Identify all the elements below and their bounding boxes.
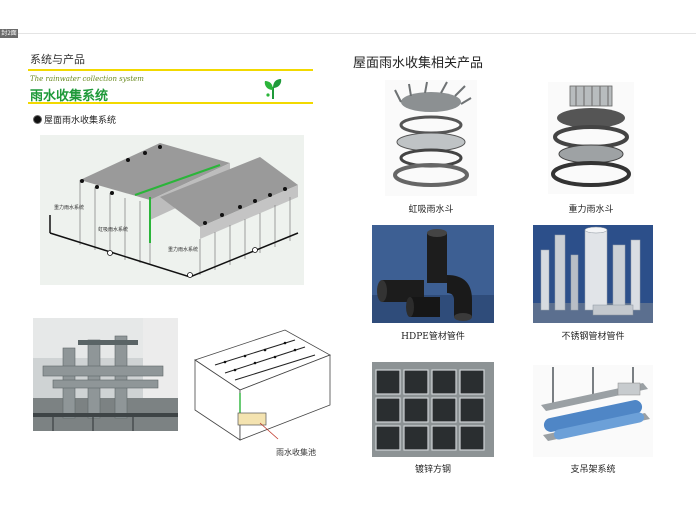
products-title: 屋面雨水收集相关产品 xyxy=(353,56,484,71)
bullet-item-label: 屋面雨水收集系统 xyxy=(44,116,117,126)
roof-system-diagram: 重力雨水系统 虹吸雨水系统 重力雨水系统 xyxy=(40,135,304,285)
galvanized-steel-image xyxy=(372,362,494,457)
gravity-rain-hopper-image xyxy=(548,82,634,194)
siphon-rain-hopper-image xyxy=(385,80,477,196)
product-caption-gravity-hopper: 重力雨水斗 xyxy=(568,205,614,215)
diagram-label-gravity-left: 重力雨水系统 xyxy=(54,204,84,211)
product-caption-support: 支吊架系统 xyxy=(570,465,616,475)
diagram-label-gravity-right: 重力雨水系统 xyxy=(168,246,198,253)
bullet-icon xyxy=(33,115,42,124)
yellow-divider-top xyxy=(28,69,313,71)
product-caption-hdpe: HDPE管材管件 xyxy=(401,332,465,342)
product-caption-galvanized: 镀锌方钢 xyxy=(414,465,451,475)
yellow-divider-bottom xyxy=(28,102,313,104)
product-caption-stainless: 不锈钢管材管件 xyxy=(561,332,625,342)
page-tag: 封2面 xyxy=(0,29,18,38)
hdpe-pipes-image xyxy=(372,225,494,323)
support-hanger-image xyxy=(533,365,653,457)
stainless-pipes-image xyxy=(533,225,653,323)
section-label: 系统与产品 xyxy=(30,53,85,66)
english-subtitle: The rainwater collection system xyxy=(30,75,144,83)
leaf-logo-icon xyxy=(264,79,282,99)
top-divider xyxy=(18,33,696,34)
diagram-label-siphon: 虹吸雨水系统 xyxy=(98,226,128,233)
collection-pool-diagram xyxy=(194,329,331,441)
product-caption-siphon-hopper: 虹吸雨水斗 xyxy=(408,205,454,215)
system-title: 雨水收集系统 xyxy=(30,89,109,104)
pool-caption: 雨水收集池 xyxy=(276,448,316,457)
pipe-installation-photo xyxy=(33,318,178,431)
